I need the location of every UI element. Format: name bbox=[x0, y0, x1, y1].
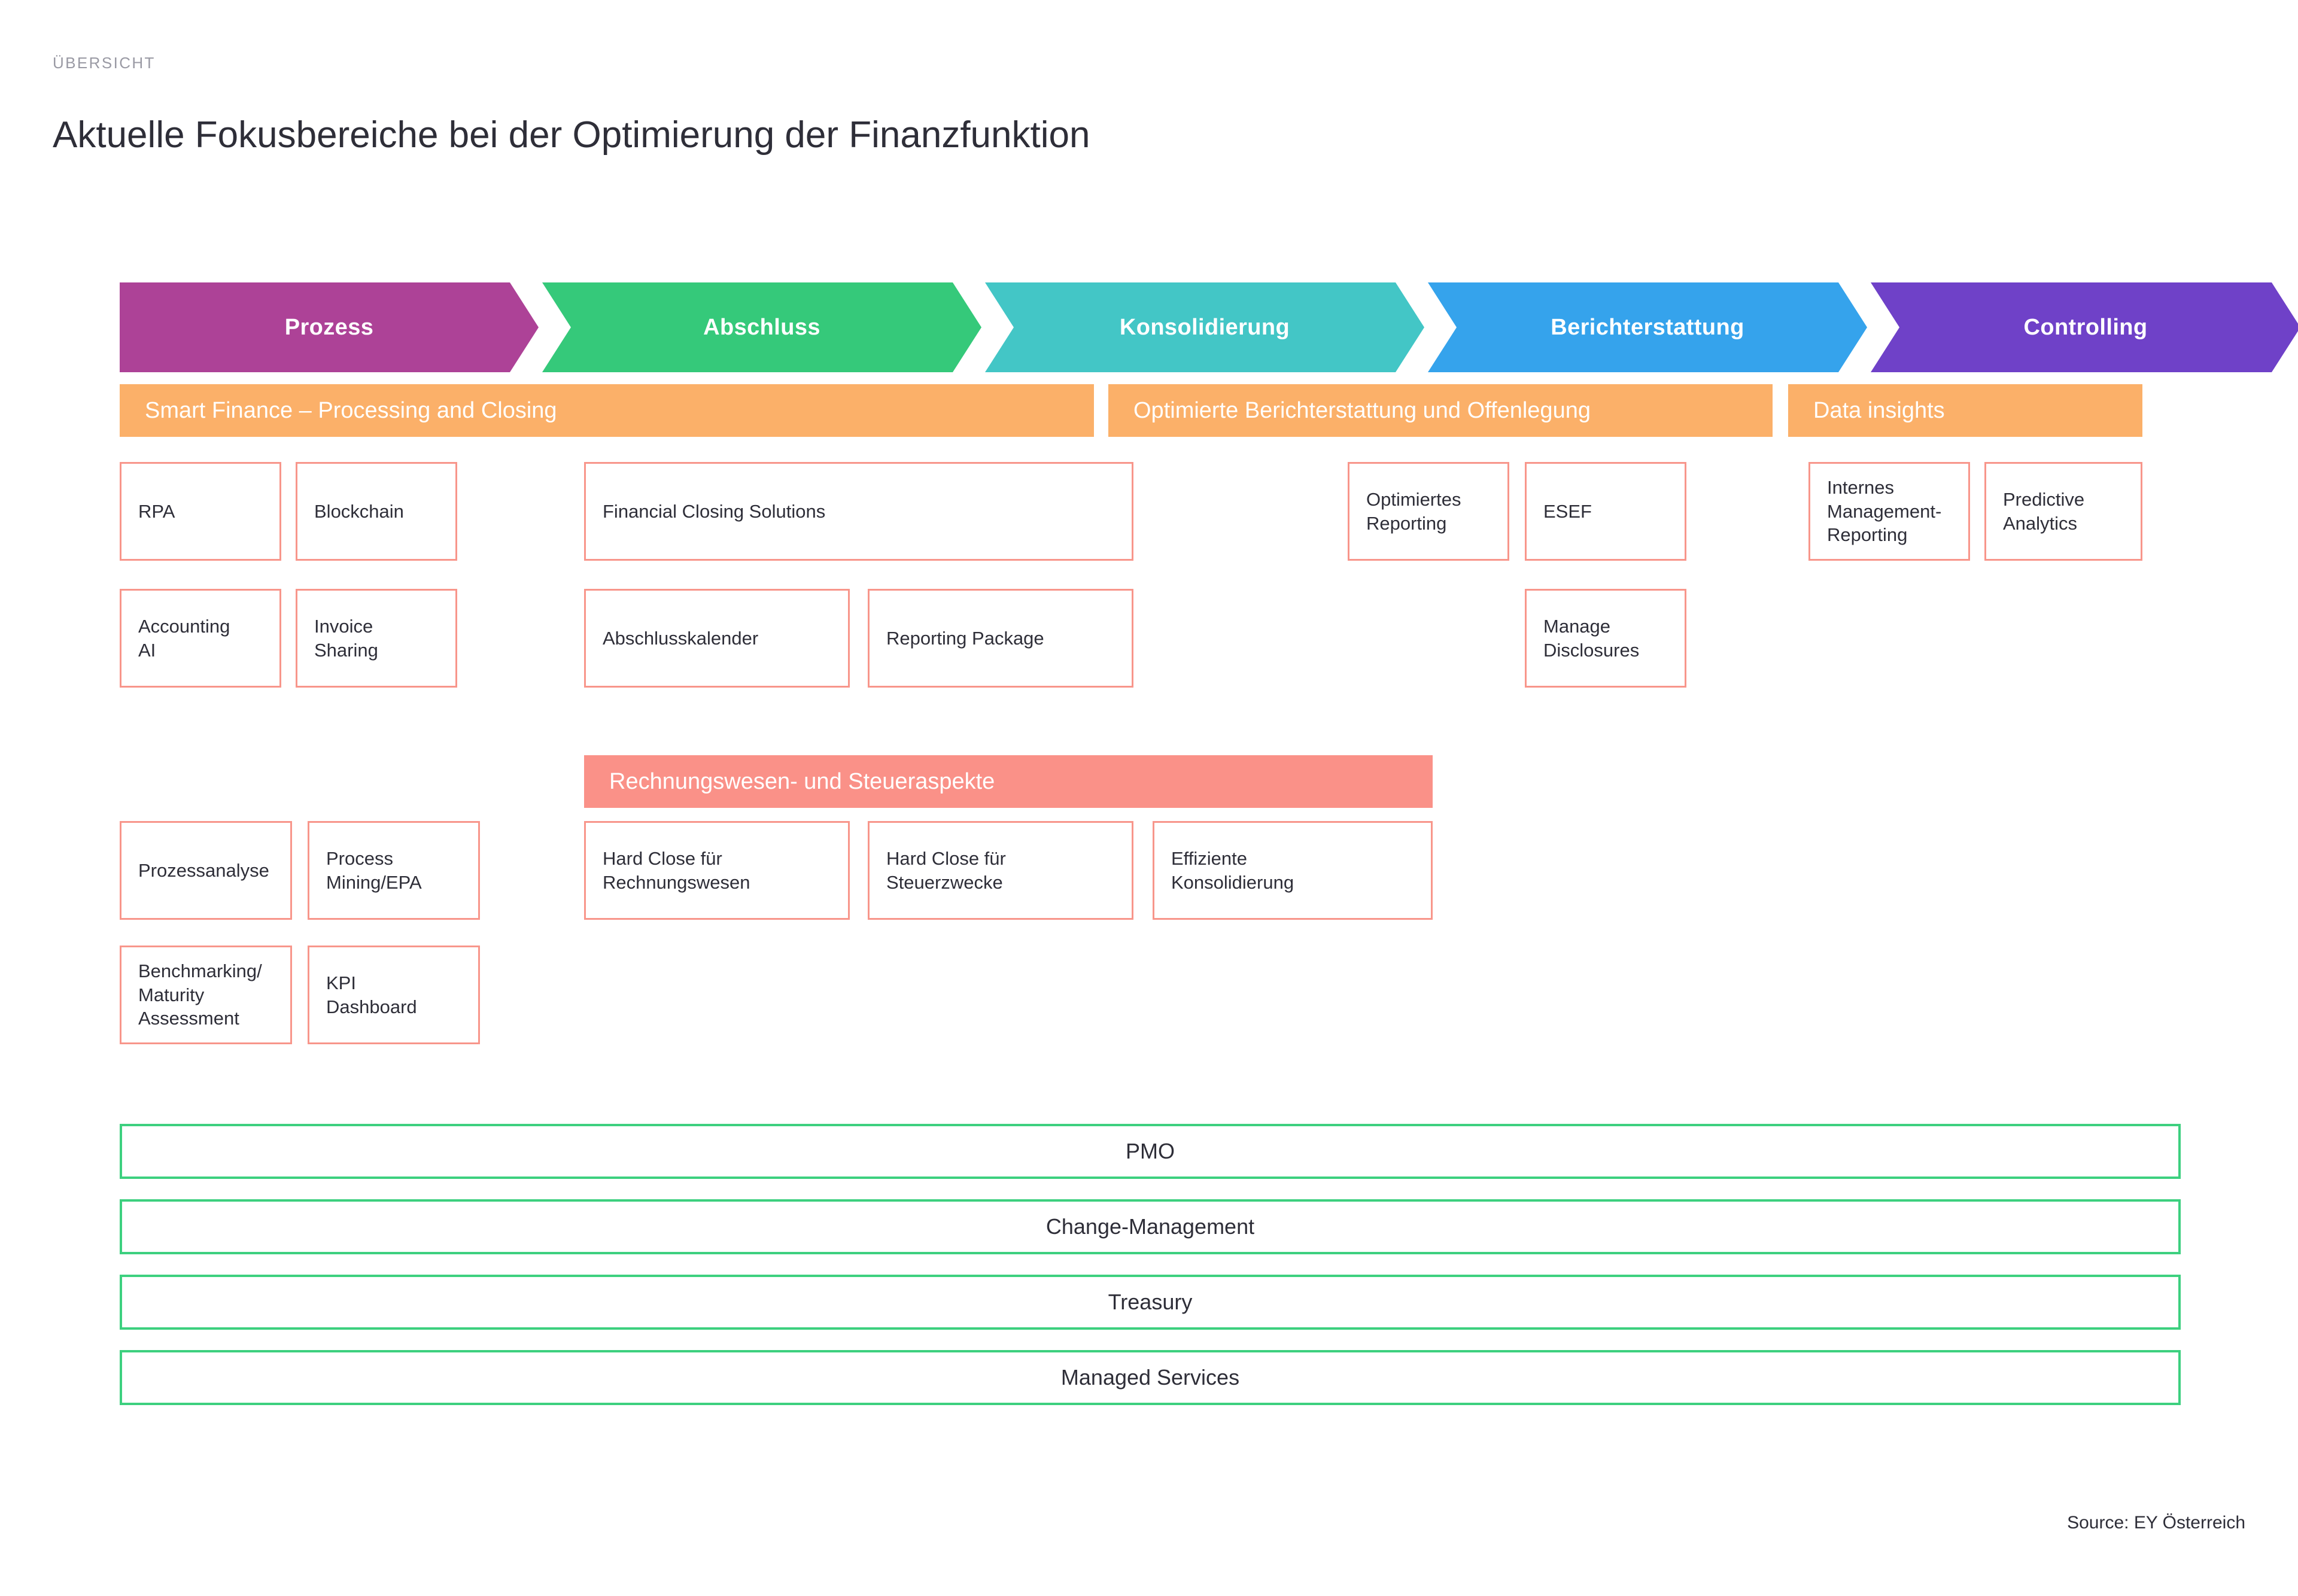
item-label: Predictive Analytics bbox=[2003, 488, 2085, 534]
item-label: Blockchain bbox=[314, 500, 404, 522]
item-box-benchmarking-maturity-assessment[interactable]: Benchmarking/ Maturity Assessment bbox=[120, 946, 292, 1044]
item-box-hard-close-rechnungswesen[interactable]: Hard Close für Rechnungswesen bbox=[584, 821, 850, 920]
item-box-kpi-dashboard[interactable]: KPI Dashboard bbox=[308, 946, 480, 1044]
group-bar-label: Smart Finance – Processing and Closing bbox=[145, 397, 557, 423]
item-label: Effiziente Konsolidierung bbox=[1171, 847, 1294, 893]
item-label: Hard Close für Steuerzwecke bbox=[886, 847, 1006, 893]
item-label: Hard Close für Rechnungswesen bbox=[603, 847, 750, 893]
source-note: Source: EY Österreich bbox=[2067, 1513, 2245, 1533]
phase-chevron-abschluss[interactable]: Abschluss bbox=[542, 282, 981, 372]
wide-bar-label: Managed Services bbox=[1060, 1365, 1240, 1390]
phase-chevron-strip: Prozess Abschluss Konsolidierung Bericht… bbox=[120, 282, 2181, 372]
group-bar-rechnungswesen-steueraspekte: Rechnungswesen- und Steueraspekte bbox=[584, 755, 1433, 808]
item-label: Financial Closing Solutions bbox=[603, 500, 826, 522]
item-label: Process Mining/EPA bbox=[326, 847, 422, 893]
group-bar-label: Optimierte Berichterstattung und Offenle… bbox=[1133, 397, 1591, 423]
wide-bar-treasury[interactable]: Treasury bbox=[120, 1275, 2181, 1330]
item-box-financial-closing-solutions[interactable]: Financial Closing Solutions bbox=[584, 462, 1133, 561]
item-label: Reporting Package bbox=[886, 627, 1044, 649]
overview-eyebrow: ÜBERSICHT bbox=[53, 54, 156, 72]
item-label: Optimiertes Reporting bbox=[1366, 488, 1461, 534]
phase-chevron-prozess[interactable]: Prozess bbox=[120, 282, 539, 372]
phase-label: Controlling bbox=[2023, 314, 2148, 340]
item-box-esef[interactable]: ESEF bbox=[1525, 462, 1686, 561]
wide-bar-managed-services[interactable]: Managed Services bbox=[120, 1350, 2181, 1405]
phase-label: Konsolidierung bbox=[1119, 314, 1290, 340]
item-box-predictive-analytics[interactable]: Predictive Analytics bbox=[1984, 462, 2142, 561]
item-box-manage-disclosures[interactable]: Manage Disclosures bbox=[1525, 589, 1686, 688]
item-box-invoice-sharing[interactable]: Invoice Sharing bbox=[296, 589, 457, 688]
item-label: KPI Dashboard bbox=[326, 972, 417, 1017]
phase-label: Prozess bbox=[284, 314, 374, 340]
item-label: Benchmarking/ Maturity Assessment bbox=[138, 960, 262, 1029]
group-bar-optimierte-berichterstattung: Optimierte Berichterstattung und Offenle… bbox=[1108, 384, 1773, 437]
group-bar-smart-finance: Smart Finance – Processing and Closing bbox=[120, 384, 1094, 437]
phase-chevron-controlling[interactable]: Controlling bbox=[1871, 282, 2298, 372]
item-box-hard-close-steuerzwecke[interactable]: Hard Close für Steuerzwecke bbox=[868, 821, 1133, 920]
item-label: Invoice Sharing bbox=[314, 615, 378, 661]
item-box-internes-management-reporting[interactable]: Internes Management- Reporting bbox=[1808, 462, 1970, 561]
item-box-optimiertes-reporting[interactable]: Optimiertes Reporting bbox=[1348, 462, 1509, 561]
item-box-abschlusskalender[interactable]: Abschlusskalender bbox=[584, 589, 850, 688]
item-box-accounting-ai[interactable]: Accounting AI bbox=[120, 589, 281, 688]
wide-bar-label: PMO bbox=[1125, 1139, 1175, 1163]
group-bar-label: Rechnungswesen- und Steueraspekte bbox=[609, 768, 995, 794]
phase-label: Berichterstattung bbox=[1551, 314, 1744, 340]
item-label: Manage Disclosures bbox=[1543, 615, 1640, 661]
phase-chevron-konsolidierung[interactable]: Konsolidierung bbox=[985, 282, 1424, 372]
group-bar-data-insights: Data insights bbox=[1788, 384, 2142, 437]
item-label: Prozessanalyse bbox=[138, 859, 269, 881]
item-label: ESEF bbox=[1543, 500, 1592, 522]
wide-bar-label: Change-Management bbox=[1045, 1214, 1255, 1239]
item-label: Accounting AI bbox=[138, 615, 230, 661]
item-box-process-mining-epa[interactable]: Process Mining/EPA bbox=[308, 821, 480, 920]
wide-bar-pmo[interactable]: PMO bbox=[120, 1124, 2181, 1179]
item-box-prozessanalyse[interactable]: Prozessanalyse bbox=[120, 821, 292, 920]
item-label: Abschlusskalender bbox=[603, 627, 759, 649]
item-label: Internes Management- Reporting bbox=[1827, 476, 1942, 546]
page-title: Aktuelle Fokusbereiche bei der Optimieru… bbox=[53, 114, 1090, 156]
item-box-rpa[interactable]: RPA bbox=[120, 462, 281, 561]
item-box-reporting-package[interactable]: Reporting Package bbox=[868, 589, 1133, 688]
wide-bar-change-management[interactable]: Change-Management bbox=[120, 1199, 2181, 1254]
item-label: RPA bbox=[138, 500, 175, 522]
group-bar-label: Data insights bbox=[1813, 397, 1945, 423]
phase-label: Abschluss bbox=[703, 314, 820, 340]
item-box-effiziente-konsolidierung[interactable]: Effiziente Konsolidierung bbox=[1153, 821, 1433, 920]
phase-chevron-berichterstattung[interactable]: Berichterstattung bbox=[1428, 282, 1867, 372]
wide-bar-label: Treasury bbox=[1108, 1290, 1193, 1314]
item-box-blockchain[interactable]: Blockchain bbox=[296, 462, 457, 561]
